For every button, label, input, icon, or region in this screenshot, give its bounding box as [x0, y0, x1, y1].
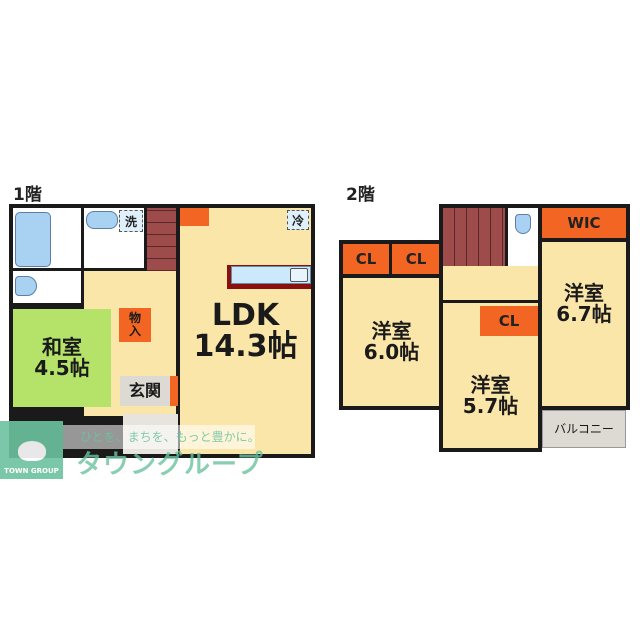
second-floor-plan: CL CL 洋室 6.0帖 洋室 5.7帖 CL WIC 洋室 6.7帖 バルコ…	[339, 204, 631, 452]
western-room-6-0: 洋室 6.0帖	[343, 278, 440, 406]
toilet-icon-2f	[515, 214, 531, 234]
tree-icon	[17, 441, 46, 461]
closet-2: CL	[392, 244, 440, 274]
hallway-2f	[443, 266, 538, 300]
town-group-logo: TOWN GROUP	[0, 421, 63, 479]
shoe-closet	[170, 376, 178, 406]
storage-closet: 物 入	[119, 308, 151, 342]
stove-icon	[290, 268, 308, 282]
watermark-tagline: ひとを、まちを、もっと豊かに。	[80, 430, 260, 444]
western-room-6-7: 洋室 6.7帖	[542, 242, 626, 406]
watermark-band	[63, 425, 255, 449]
fridge-space: 冷	[287, 210, 309, 230]
balcony: バルコニー	[542, 410, 626, 448]
toilet-icon	[15, 276, 37, 296]
closet-1: CL	[343, 244, 389, 274]
entrance: 玄関	[120, 376, 170, 406]
japanese-room: 和室 4.5帖	[13, 309, 111, 407]
walk-in-closet: WIC	[542, 208, 626, 238]
second-floor-title: 2階	[346, 185, 375, 205]
ldk-room: LDK 14.3帖	[180, 208, 311, 454]
washer-space: 洗	[119, 210, 143, 232]
sink-icon	[86, 211, 118, 229]
pantry-closet	[180, 208, 209, 226]
bathtub-icon	[15, 212, 51, 267]
first-floor-title: 1階	[13, 185, 42, 205]
closet-3: CL	[480, 306, 538, 336]
stairs-2f	[443, 208, 505, 266]
first-floor-plan: 洗 和室 4.5帖 物 入 玄関 LDK 14.3帖 冷	[9, 204, 315, 458]
watermark-brand: タウングループ	[76, 450, 264, 480]
